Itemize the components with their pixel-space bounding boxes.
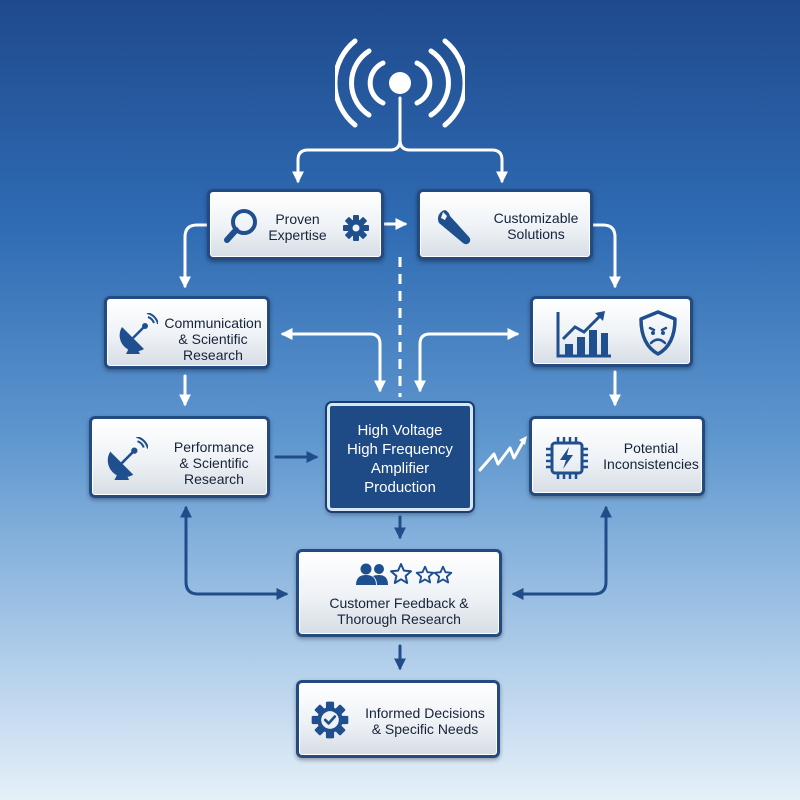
center-line-3: Amplifier [370,460,430,477]
connector-proven-to-communication [179,223,209,289]
center-line-4: Production [364,479,436,496]
node-customer-feedback: Customer Feedback & Thorough Research [296,549,502,637]
chip-icon [546,437,588,479]
node-growth-shield [530,296,693,367]
inconsistencies-line-2: Inconsistencies [603,456,699,472]
magnifier-icon [224,209,257,243]
communication-line-1: Communication [164,315,262,331]
proven-expertise-line-2: Expertise [268,227,327,243]
node-performance-research: Performance & Scientific Research [89,416,270,498]
wrench-icon [437,210,471,245]
connector-performance-to-feedback [180,505,289,600]
connector-center-to-growth [414,328,520,393]
communication-line-3: Research [183,347,243,363]
center-line-2: High Frequency [347,441,453,458]
performance-line-1: Performance [173,439,255,455]
node-informed-decisions: Informed Decisions & Specific Needs [296,680,500,758]
connector-inconsistencies-to-feedback [511,505,612,600]
satellite-dish-icon [119,313,158,354]
node-proven-expertise: Proven Expertise [207,189,384,260]
feedback-line-2: Thorough Research [337,611,461,627]
connector-customizable-to-growth [591,223,621,289]
performance-line-2: & Scientific [179,455,249,471]
star-icon [433,565,453,584]
node-customizable-solutions: Customizable Solutions [417,189,593,260]
node-center-amplifier-production: High Voltage High Frequency Amplifier Pr… [327,403,473,511]
decisions-line-1: Informed Decisions [365,705,485,721]
users-icon [356,563,388,585]
wireless-signal-icon [335,38,465,128]
customizable-solutions-line-1: Customizable [493,210,579,226]
customizable-solutions-line-2: Solutions [507,226,565,242]
star-icon [390,563,412,584]
node-communication-research: Communication & Scientific Research [104,296,270,369]
lightning-spark-icon [478,436,527,472]
feedback-line-1: Customer Feedback & [329,595,469,611]
node-potential-inconsistencies: Potential Inconsistencies [529,416,705,496]
gear-icon [343,215,369,241]
communication-line-2: & Scientific [178,331,248,347]
satellite-dish-icon [107,437,148,480]
performance-line-3: Research [184,471,244,487]
inconsistencies-line-1: Potential [623,440,679,456]
shield-icon [639,310,677,356]
connector-center-to-communication [280,328,386,393]
gear-check-icon [311,701,349,739]
proven-expertise-line-1: Proven [275,211,320,227]
center-line-1: High Voltage [357,422,443,439]
connector-antenna-to-customizable [398,138,508,184]
decisions-line-2: & Specific Needs [371,721,479,737]
growth-chart-icon [556,311,611,358]
star-icon [415,565,435,584]
